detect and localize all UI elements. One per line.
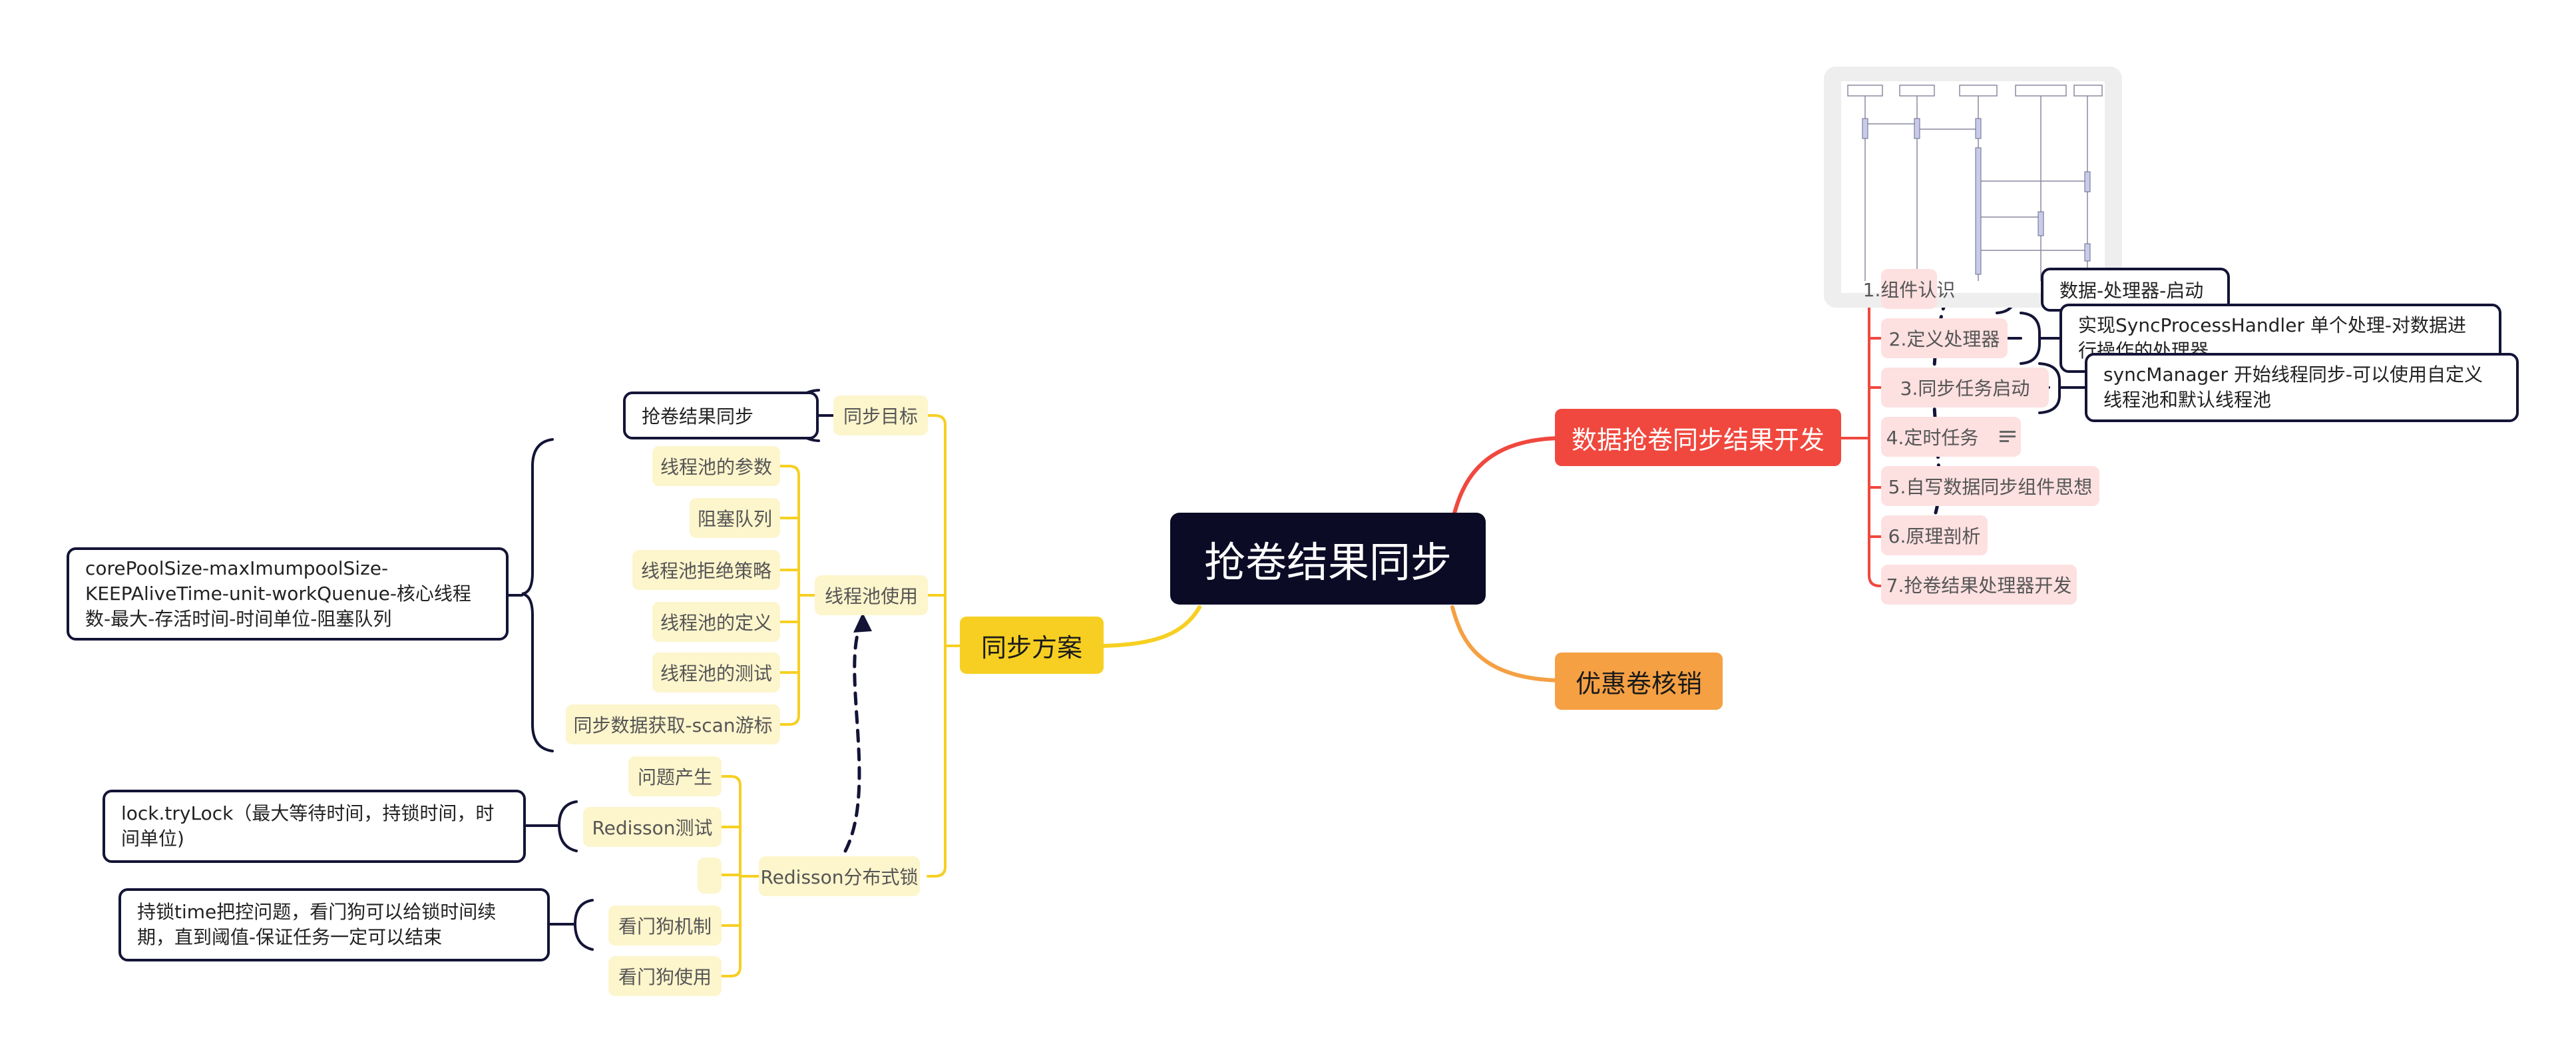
pool-item-params[interactable]: 线程池的参数 [652, 446, 780, 486]
dev-note-sync-manager[interactable]: syncManager 开始线程同步-可以使用自定义线程池和默认线程池 [2085, 353, 2519, 422]
pool-item-scan[interactable]: 同步数据获取-scan游标 [566, 704, 780, 744]
pool-item-define[interactable]: 线程池的定义 [652, 602, 780, 642]
lock-item-watchdog-mechanism[interactable]: 看门狗机制 [608, 906, 722, 945]
pool-note-params[interactable]: corePoolSize-maxImumpoolSize-KEEPAliveTi… [67, 547, 509, 641]
plan-pool[interactable]: 线程池使用 [815, 575, 928, 615]
dev-item-1[interactable]: 1.组件认识 [1863, 269, 1955, 309]
dev-item-4-label: 4.定时任务 [1886, 427, 1979, 449]
pool-item-reject[interactable]: 线程池拒绝策略 [632, 550, 780, 590]
root-topic[interactable]: 抢卷结果同步 [1170, 513, 1486, 605]
lock-note-trylock[interactable]: lock.tryLock（最大等待时间，持锁时间，时间单位) [103, 790, 526, 863]
sequence-diagram-icon [1847, 85, 2103, 281]
plan-goal-note[interactable]: 抢卷结果同步 [623, 392, 819, 439]
lock-item-problem[interactable]: 问题产生 [628, 756, 722, 796]
pool-item-test[interactable]: 线程池的测试 [652, 653, 780, 692]
dev-item-3[interactable]: 3.同步任务启动 [1881, 368, 2049, 407]
plan-lock[interactable]: Redisson分布式锁 [759, 856, 920, 896]
sequence-diagram-preview [1841, 81, 2105, 293]
lock-item-empty[interactable] [698, 858, 722, 894]
dev-item-2[interactable]: 2.定义处理器 [1881, 318, 2008, 358]
arrowhead-pool [853, 613, 872, 633]
dev-item-4[interactable]: 4.定时任务 [1881, 417, 2021, 457]
sequence-diagram-image[interactable] [1824, 67, 2122, 308]
plan-goal[interactable]: 同步目标 [833, 396, 928, 435]
lock-item-watchdog-use[interactable]: 看门狗使用 [608, 956, 722, 996]
branch-sync-plan[interactable]: 同步方案 [960, 617, 1104, 674]
lock-note-watchdog[interactable]: 持锁time把控问题，看门狗可以给锁时间续期，直到阈值-保证任务一定可以结束 [118, 888, 550, 961]
branch-data-sync-dev[interactable]: 数据抢卷同步结果开发 [1555, 409, 1841, 466]
note-icon[interactable] [2000, 431, 2016, 443]
pool-item-queue[interactable]: 阻塞队列 [690, 498, 780, 538]
branch-coupon-verify[interactable]: 优惠卷核销 [1555, 653, 1723, 710]
dev-item-5[interactable]: 5.自写数据同步组件思想 [1881, 466, 2099, 506]
dev-item-6[interactable]: 6.原理剖析 [1881, 515, 1988, 555]
lock-item-redisson-test[interactable]: Redisson测试 [583, 807, 722, 847]
dev-item-7[interactable]: 7.抢卷结果处理器开发 [1881, 565, 2077, 605]
